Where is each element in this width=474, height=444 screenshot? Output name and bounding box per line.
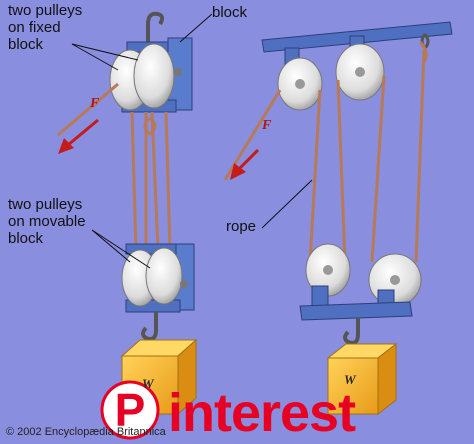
label-movable-pulleys-line3: block [8, 230, 44, 247]
label-movable-pulleys-line1: two pulleys [8, 196, 83, 213]
force-arrow-right [230, 148, 260, 180]
top-hook-left [146, 11, 165, 44]
leader-lines [71, 13, 313, 269]
pinterest-logo: P [100, 380, 160, 440]
label-fixed-pulleys-line3: block [8, 36, 44, 53]
label-movable-pulleys-line2: on movable [8, 213, 86, 230]
label-fixed-pulleys: two pulleys on fixed block [8, 2, 82, 53]
label-fixed-pulleys-line2: on fixed [8, 19, 61, 36]
movable-pulley-2 [145, 247, 183, 305]
label-movable-pulleys: two pulleys on movable block [8, 196, 86, 247]
fixed-pulley-2 [133, 43, 175, 109]
force-label-left: F [90, 96, 100, 111]
weight-label-right: W [344, 372, 356, 387]
ropes-right [223, 40, 428, 263]
ropes-left [57, 82, 172, 251]
movable-bar-right [299, 285, 413, 321]
force-label-right: F [262, 118, 272, 133]
watermark-text: interest [168, 383, 356, 443]
label-fixed-pulleys-line1: two pulleys [8, 2, 83, 19]
label-block: block [212, 4, 248, 21]
label-rope: rope [226, 218, 257, 235]
copyright-text: © 2002 Encyclopædia Britannica [6, 426, 166, 438]
lower-hook-right [343, 318, 360, 345]
weight-label-left: W [142, 376, 154, 391]
svg-text:P: P [115, 384, 146, 436]
force-arrow-left [58, 118, 99, 154]
weight-right [326, 342, 398, 416]
lower-hook-left [141, 312, 158, 341]
